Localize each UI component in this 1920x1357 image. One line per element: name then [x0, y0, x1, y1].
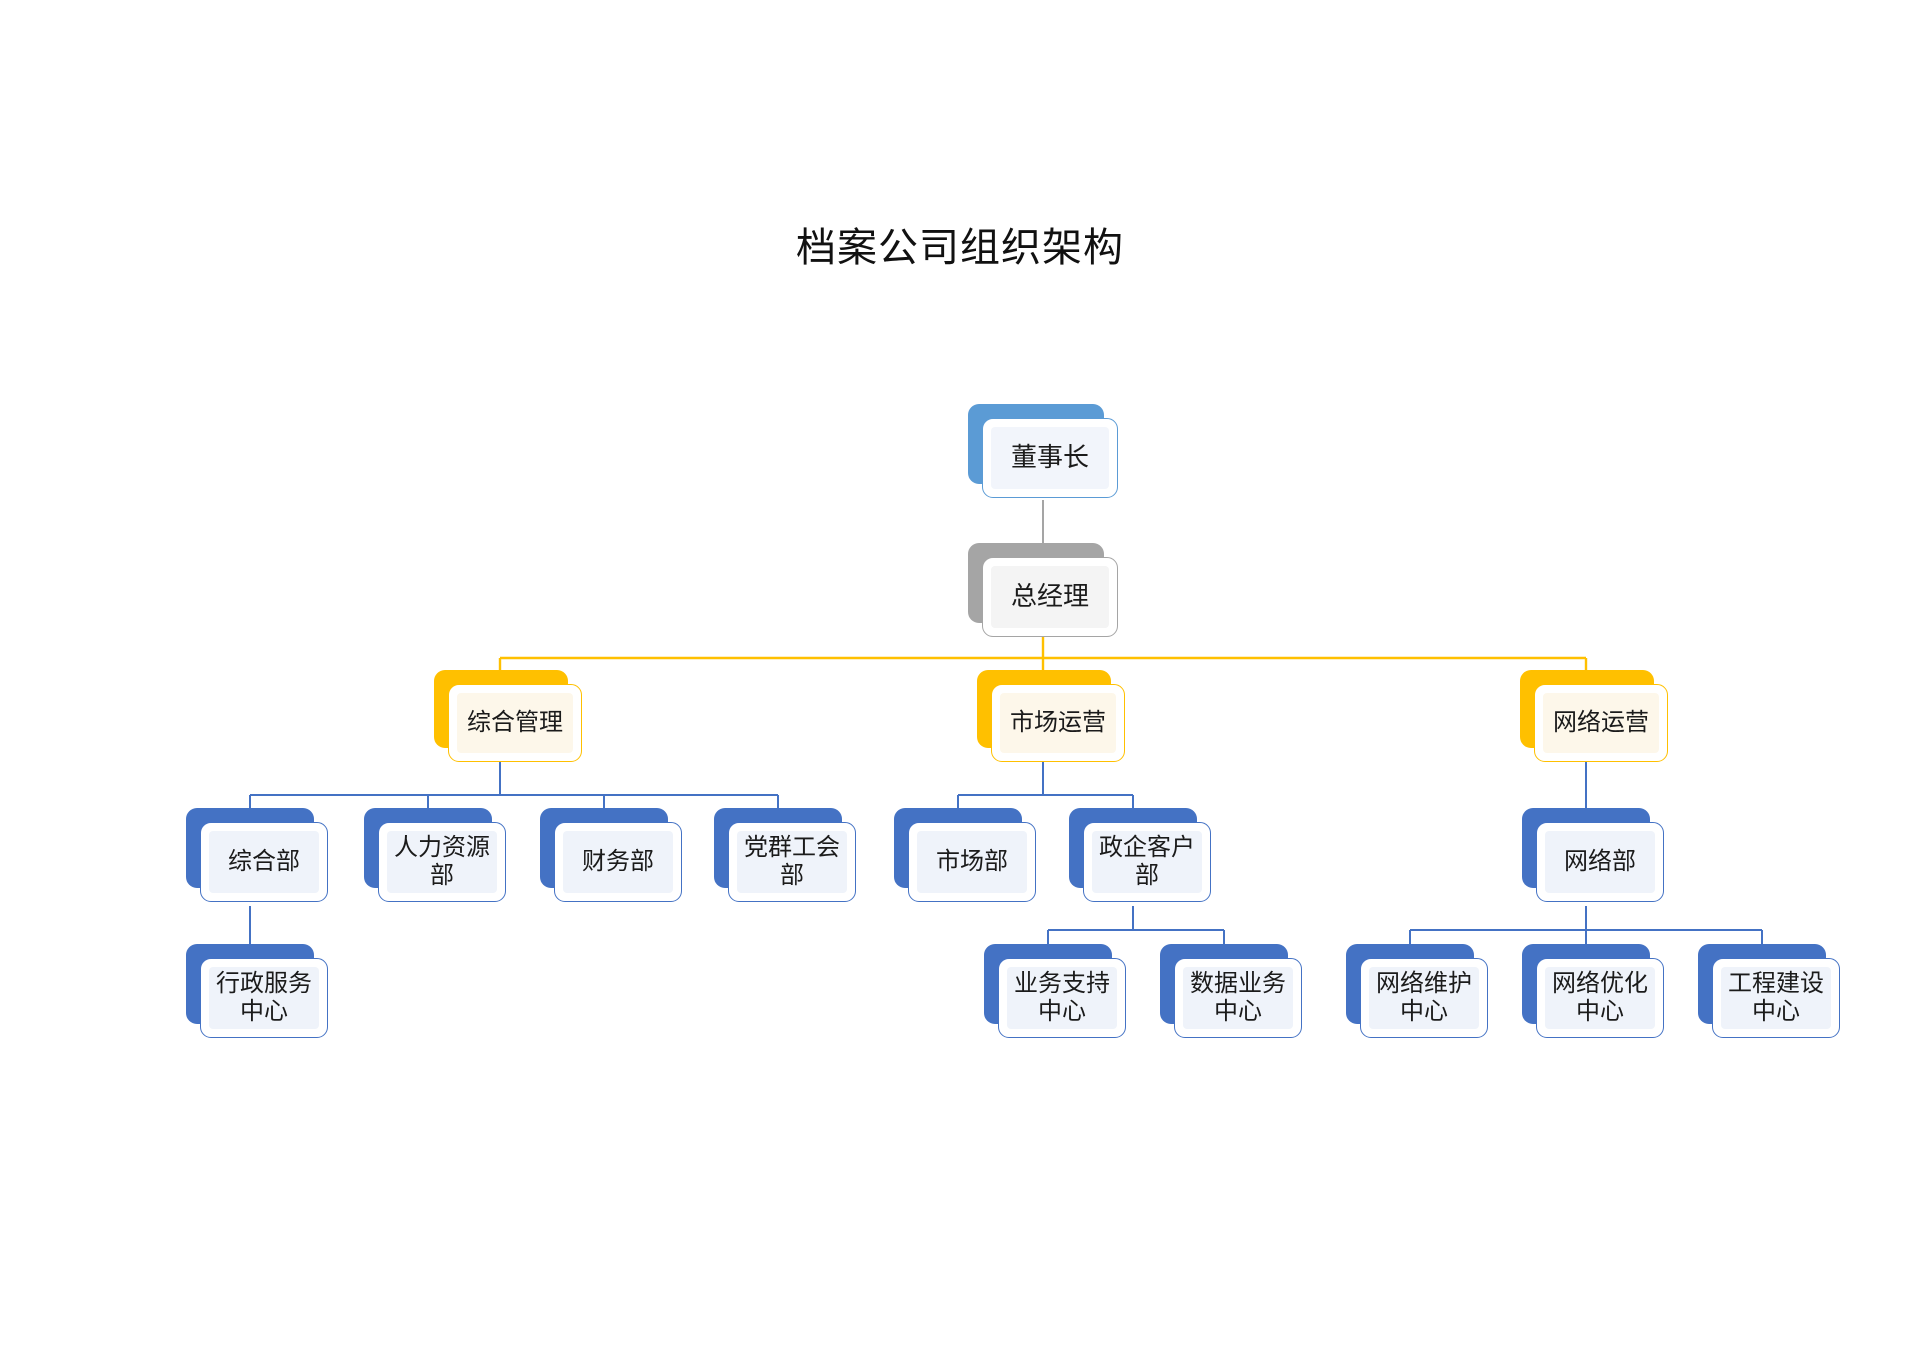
node-inner: 党群工会 部 [737, 831, 847, 893]
node-face: 党群工会 部 [728, 822, 856, 902]
node-label: 网络维护 中心 [1376, 969, 1472, 1025]
node-label: 数据业务 中心 [1190, 969, 1286, 1025]
node-label: 综合管理 [467, 708, 563, 737]
node-label: 网络优化 中心 [1552, 969, 1648, 1025]
node-inner: 网络维护 中心 [1369, 967, 1479, 1029]
node-inner: 工程建设 中心 [1721, 967, 1831, 1029]
node-inner: 市场部 [917, 831, 1027, 893]
node-department-network[interactable]: 网络部 [1522, 808, 1664, 902]
node-general-manager[interactable]: 总经理 [968, 543, 1118, 637]
node-department-general-affairs[interactable]: 综合部 [186, 808, 328, 902]
node-face: 网络部 [1536, 822, 1664, 902]
node-face: 网络优化 中心 [1536, 958, 1664, 1038]
node-division-network-operations[interactable]: 网络运营 [1520, 670, 1668, 762]
node-label: 党群工会 部 [744, 833, 840, 889]
node-label: 工程建设 中心 [1728, 969, 1824, 1025]
node-face: 董事长 [982, 418, 1118, 498]
node-center-network-optimization[interactable]: 网络优化 中心 [1522, 944, 1664, 1038]
node-inner: 财务部 [563, 831, 673, 893]
node-inner: 综合管理 [457, 693, 573, 753]
connector-gov-bus [1047, 906, 1225, 948]
node-face: 综合部 [200, 822, 328, 902]
node-face: 总经理 [982, 557, 1118, 637]
node-label: 市场运营 [1010, 708, 1106, 737]
node-face: 财务部 [554, 822, 682, 902]
node-department-government-enterprise-customers[interactable]: 政企客户 部 [1069, 808, 1211, 902]
node-label: 业务支持 中心 [1014, 969, 1110, 1025]
node-face: 业务支持 中心 [998, 958, 1126, 1038]
node-division-market-operations[interactable]: 市场运营 [977, 670, 1125, 762]
node-inner: 业务支持 中心 [1007, 967, 1117, 1029]
node-face: 人力资源 部 [378, 822, 506, 902]
node-center-data-business[interactable]: 数据业务 中心 [1160, 944, 1302, 1038]
node-inner: 数据业务 中心 [1183, 967, 1293, 1029]
node-face: 行政服务 中心 [200, 958, 328, 1038]
node-face: 数据业务 中心 [1174, 958, 1302, 1038]
node-division-comprehensive-management[interactable]: 综合管理 [434, 670, 582, 762]
node-face: 市场部 [908, 822, 1036, 902]
node-label: 总经理 [1010, 581, 1089, 612]
node-face: 网络运营 [1534, 684, 1668, 762]
node-label: 人力资源 部 [394, 833, 490, 889]
node-department-human-resources[interactable]: 人力资源 部 [364, 808, 506, 902]
node-label: 网络运营 [1553, 708, 1649, 737]
node-inner: 行政服务 中心 [209, 967, 319, 1029]
node-center-engineering-construction[interactable]: 工程建设 中心 [1698, 944, 1840, 1038]
node-department-party-union[interactable]: 党群工会 部 [714, 808, 856, 902]
node-label: 行政服务 中心 [216, 969, 312, 1025]
node-face: 工程建设 中心 [1712, 958, 1840, 1038]
node-inner: 网络部 [1545, 831, 1655, 893]
node-label: 政企客户 部 [1099, 833, 1195, 889]
node-inner: 人力资源 部 [387, 831, 497, 893]
node-label: 董事长 [1010, 442, 1089, 473]
node-label: 综合部 [228, 847, 300, 876]
node-face: 市场运营 [991, 684, 1125, 762]
node-label: 财务部 [582, 847, 654, 876]
node-inner: 网络运营 [1543, 693, 1659, 753]
node-inner: 董事长 [991, 427, 1109, 489]
node-department-marketing[interactable]: 市场部 [894, 808, 1036, 902]
node-face: 综合管理 [448, 684, 582, 762]
node-inner: 网络优化 中心 [1545, 967, 1655, 1029]
node-center-business-support[interactable]: 业务支持 中心 [984, 944, 1126, 1038]
connector-network-bus [1409, 906, 1763, 948]
node-label: 市场部 [936, 847, 1008, 876]
node-department-finance[interactable]: 财务部 [540, 808, 682, 902]
node-center-administrative-services[interactable]: 行政服务 中心 [186, 944, 328, 1038]
node-inner: 市场运营 [1000, 693, 1116, 753]
node-center-network-maintenance[interactable]: 网络维护 中心 [1346, 944, 1488, 1038]
page-title: 档案公司组织架构 [796, 225, 1124, 271]
node-face: 政企客户 部 [1083, 822, 1211, 902]
node-inner: 总经理 [991, 566, 1109, 628]
node-label: 网络部 [1564, 847, 1636, 876]
node-inner: 政企客户 部 [1092, 831, 1202, 893]
node-chairman[interactable]: 董事长 [968, 404, 1118, 498]
node-face: 网络维护 中心 [1360, 958, 1488, 1038]
node-inner: 综合部 [209, 831, 319, 893]
